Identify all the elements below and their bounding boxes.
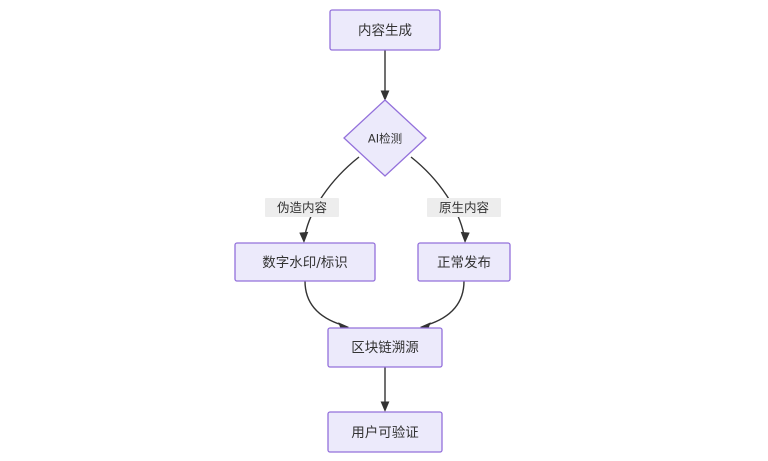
node-shape-rectangle — [327, 411, 443, 453]
node-label: 用户可验证 — [351, 424, 419, 441]
edge-line — [304, 280, 343, 326]
edge-line — [304, 156, 360, 236]
node-label: 区块链溯源 — [351, 340, 419, 356]
arrowhead-icon — [380, 401, 390, 412]
node-digital-watermark[interactable]: 数字水印/标识 — [234, 242, 376, 282]
edge-generation-to-detection — [380, 50, 390, 101]
edge-detection-to-watermark: 伪造内容 — [265, 156, 360, 243]
edge-label-text: 伪造内容 — [277, 200, 327, 215]
node-label: 数字水印/标识 — [262, 255, 348, 271]
arrowhead-icon — [460, 231, 470, 243]
edge-detection-to-publish: 原生内容 — [410, 156, 501, 243]
arrowhead-icon — [299, 231, 309, 243]
node-ai-detection[interactable]: AI检测 — [343, 99, 427, 177]
node-blockchain-trace[interactable]: 区块链溯源 — [327, 327, 443, 368]
node-shape-diamond — [343, 99, 427, 177]
edge-line — [410, 156, 465, 236]
edge-publish-to-blockchain — [420, 280, 465, 331]
node-normal-publish[interactable]: 正常发布 — [417, 242, 511, 282]
node-shape-rectangle — [329, 9, 441, 51]
node-shape-rectangle — [234, 242, 376, 282]
node-label: 正常发布 — [437, 255, 491, 271]
edge-label-background — [427, 198, 501, 217]
node-label: AI检测 — [368, 132, 402, 146]
node-user-verifiable[interactable]: 用户可验证 — [327, 411, 443, 453]
node-label: 内容生成 — [358, 22, 412, 39]
edge-label-background — [265, 198, 339, 217]
node-content-generation[interactable]: 内容生成 — [329, 9, 441, 51]
edge-blockchain-to-user — [380, 367, 390, 412]
edge-label-text: 原生内容 — [439, 200, 489, 215]
edge-line — [426, 280, 465, 326]
arrowhead-icon — [380, 90, 390, 101]
node-shape-rectangle — [417, 242, 511, 282]
edge-watermark-to-blockchain — [304, 280, 349, 331]
node-shape-rectangle — [327, 327, 443, 368]
